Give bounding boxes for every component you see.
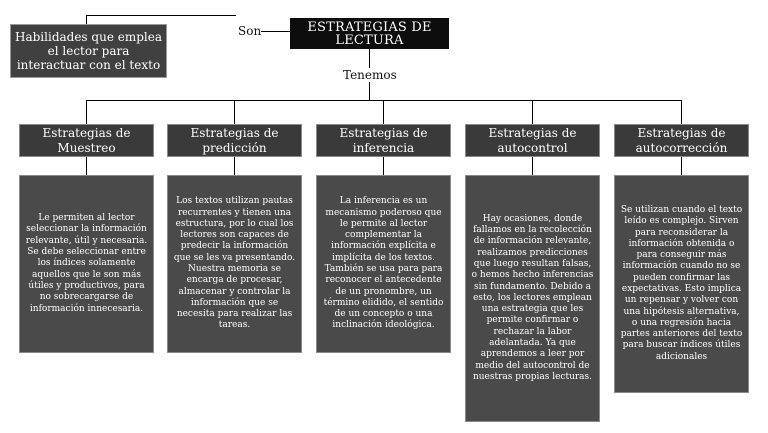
connector-hdr-desc-5 — [681, 157, 682, 175]
connector-drop-4 — [532, 100, 533, 124]
connector-hdr-desc-3 — [383, 157, 384, 175]
category-header-inferencia: Estrategias de inferencia — [316, 124, 451, 157]
category-header-muestreo: Estrategias de Muestreo — [19, 124, 154, 157]
description-text: Hay ocasiones, donde fallamos en la reco… — [471, 213, 594, 382]
category-label: Estrategias de predicción — [190, 125, 279, 155]
intro-text: Habilidades que emplea el lector para in… — [15, 30, 162, 72]
description-text: Le permiten al lector seleccionar la inf… — [25, 213, 148, 314]
connector-hdr-desc-4 — [532, 157, 533, 175]
connector-tenemos-vertical — [369, 82, 370, 101]
category-label: Estrategias de Muestreo — [42, 125, 131, 155]
category-header-autocorreccion: Estrategias de autocorrección — [614, 124, 749, 157]
description-text: Se utilizan cuando el texto leído es com… — [620, 204, 743, 362]
category-label: Estrategias de autocorrección — [635, 125, 728, 155]
category-description-inferencia: La inferencia es un mecanismo poderoso q… — [316, 175, 451, 353]
connector-horizontal-bus — [86, 100, 682, 101]
category-description-autocorreccion: Se utilizan cuando el texto leído es com… — [614, 175, 749, 393]
connector-son-to-title — [252, 31, 290, 32]
connector-drop-5 — [681, 100, 682, 124]
connector-label-son: Son — [238, 24, 262, 38]
intro-box: Habilidades que emplea el lector para in… — [10, 24, 167, 78]
connector-drop-1 — [86, 100, 87, 124]
connector-intro-vertical — [86, 15, 87, 25]
connector-hdr-desc-2 — [234, 157, 235, 175]
title-text: ESTRATEGIAS DE LECTURA — [307, 19, 432, 48]
diagram-title: ESTRATEGIAS DE LECTURA — [290, 18, 449, 49]
description-text: La inferencia es un mecanismo poderoso q… — [323, 196, 444, 331]
category-label: Estrategias de inferencia — [339, 125, 428, 155]
category-label: Estrategias de autocontrol — [488, 125, 577, 155]
category-header-prediccion: Estrategias de predicción — [167, 124, 302, 157]
description-text: Los textos utilizan pautas recurrentes y… — [173, 196, 296, 331]
category-description-muestreo: Le permiten al lector seleccionar la inf… — [19, 175, 154, 353]
connector-drop-3 — [383, 100, 384, 124]
connector-intro-horizontal — [86, 15, 236, 16]
connector-label-tenemos: Tenemos — [343, 68, 397, 82]
connector-drop-2 — [234, 100, 235, 124]
connector-hdr-desc-1 — [86, 157, 87, 175]
category-header-autocontrol: Estrategias de autocontrol — [465, 124, 600, 157]
connector-title-vertical — [369, 49, 370, 69]
category-description-prediccion: Los textos utilizan pautas recurrentes y… — [167, 175, 302, 353]
category-description-autocontrol: Hay ocasiones, donde fallamos en la reco… — [465, 175, 600, 422]
